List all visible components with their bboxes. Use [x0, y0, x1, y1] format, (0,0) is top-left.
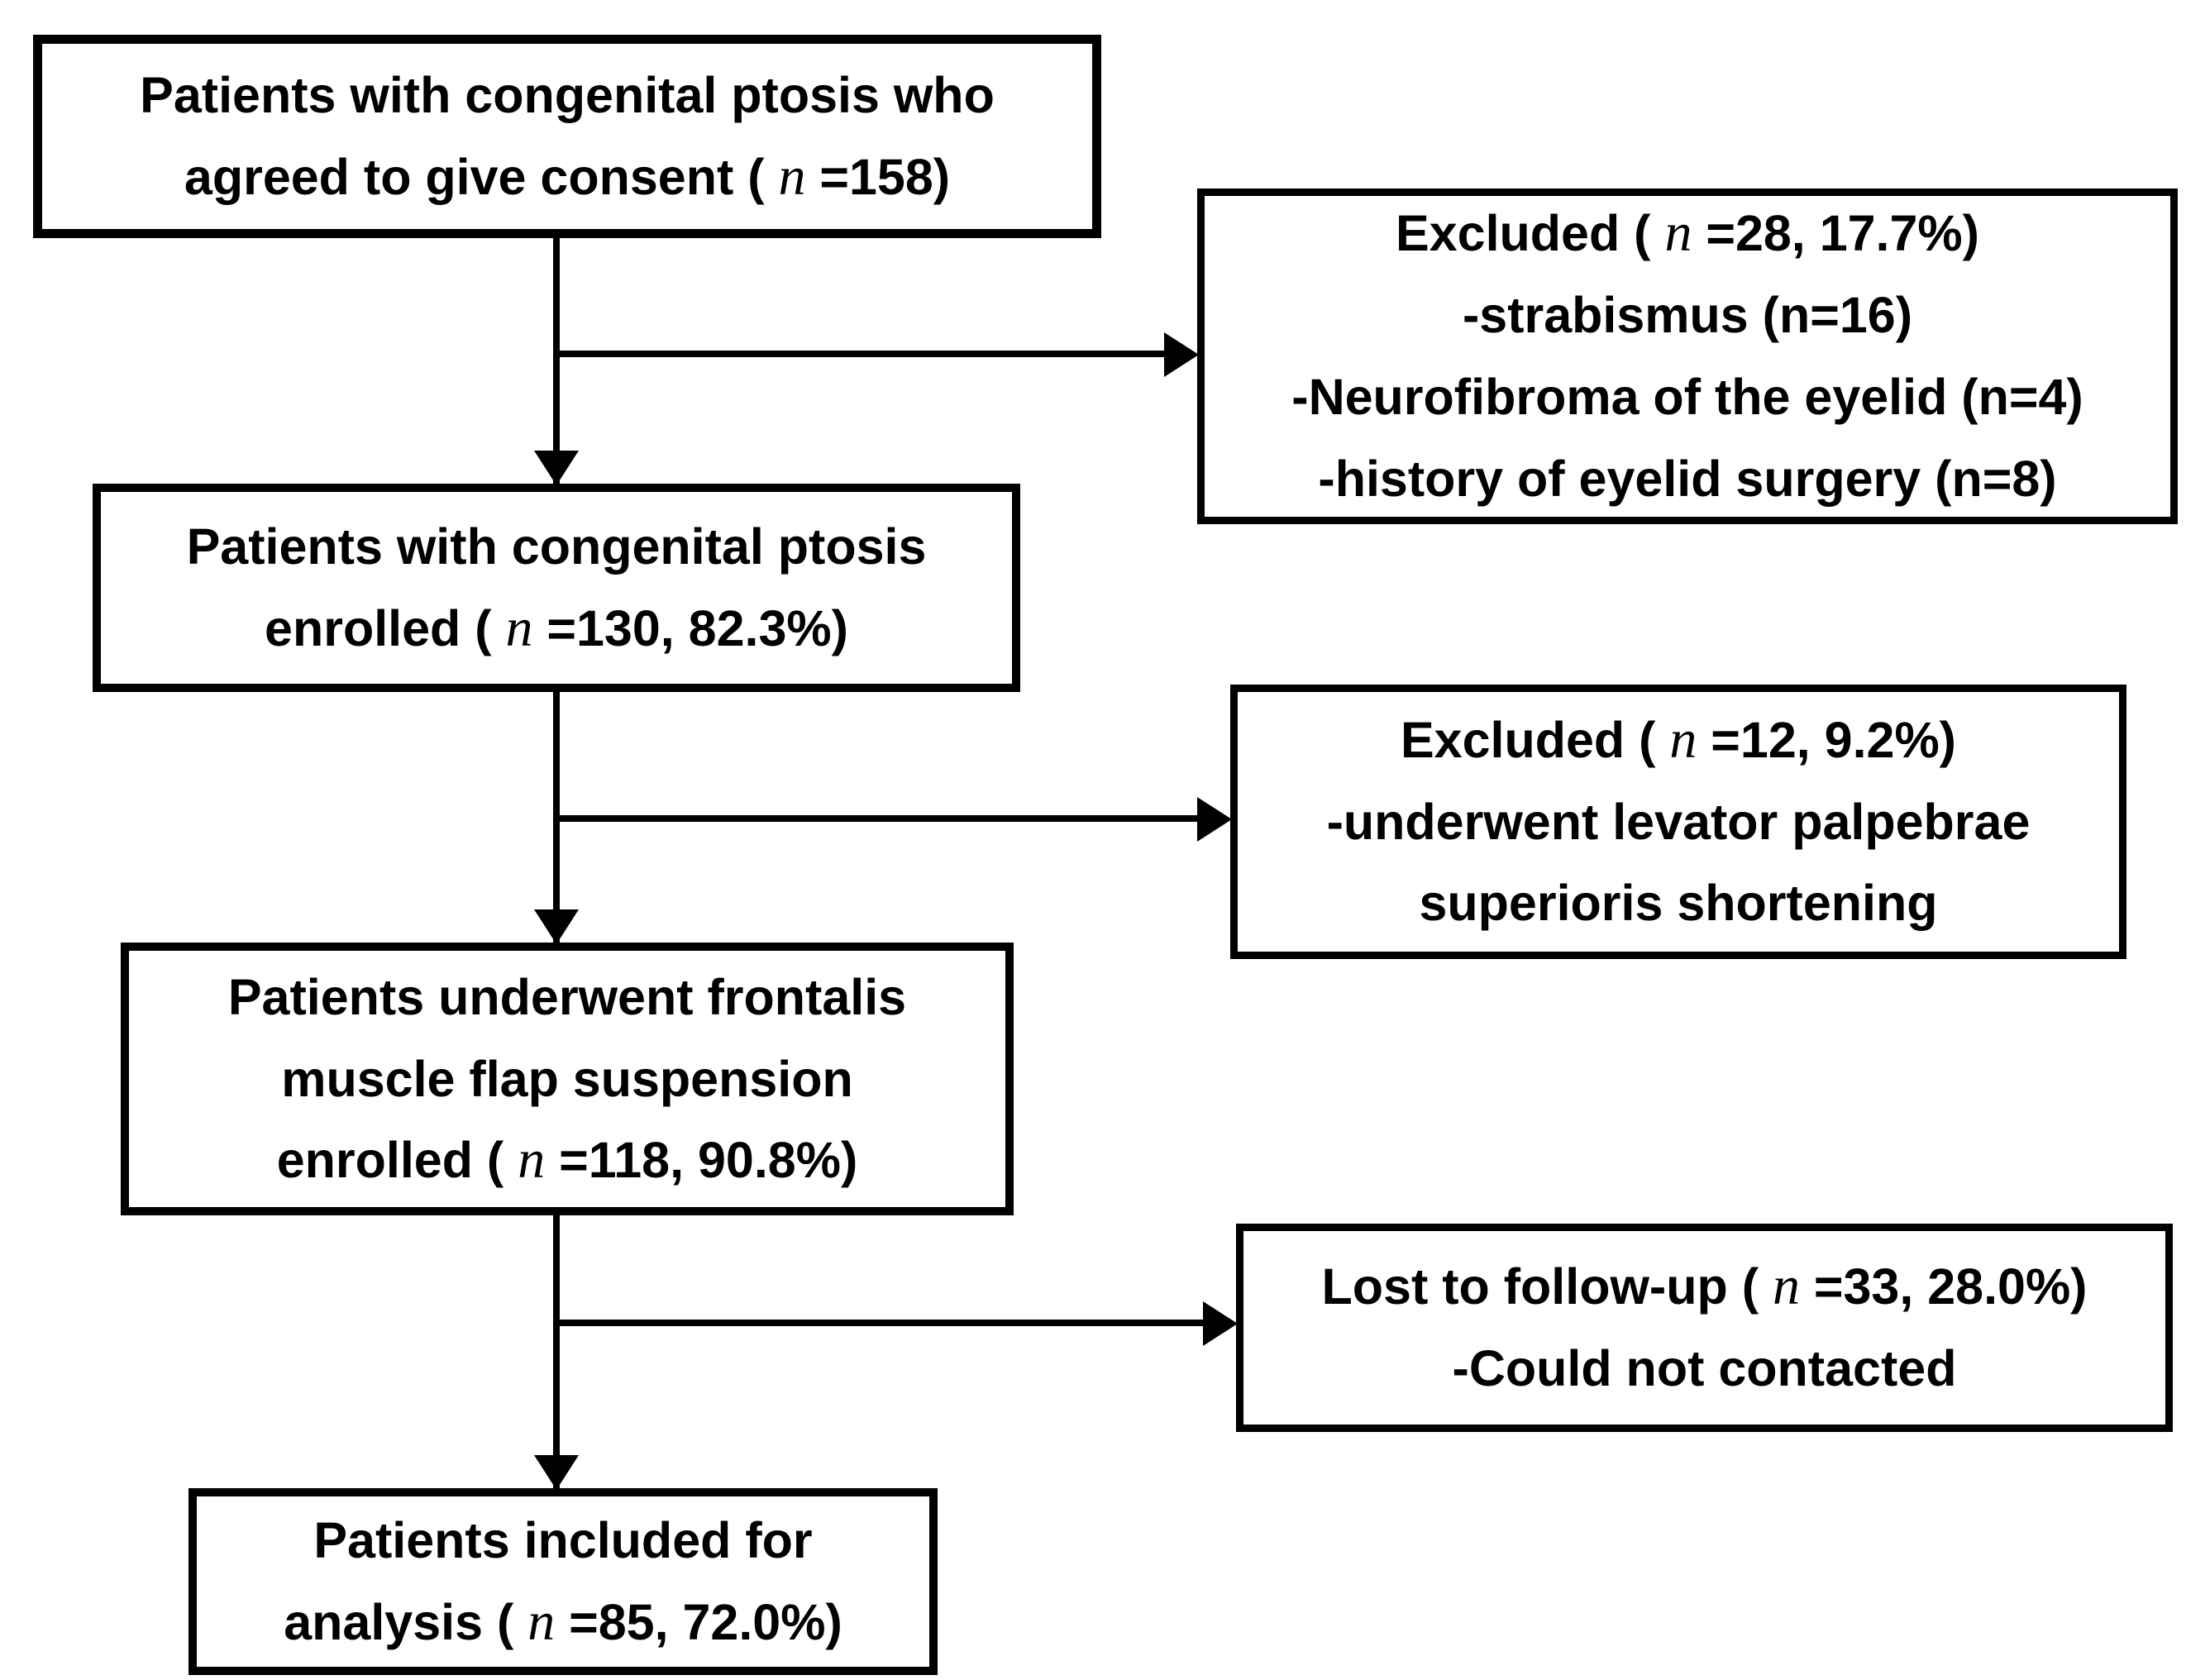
arrowhead-down-icon — [534, 1455, 579, 1490]
box-lost-line-2: -Could not contacted — [1453, 1328, 1957, 1410]
connector-down-1 — [553, 237, 560, 484]
text-segment: muscle flap suspension — [281, 1050, 853, 1107]
box-excluded-1-line-2: -strabismus (n=16) — [1463, 274, 1912, 356]
text-segment: =158) — [805, 149, 951, 205]
text-segment: Patients underwent frontalis — [227, 968, 907, 1025]
box-frontalis-line-1: Patients underwent frontalis — [228, 957, 906, 1038]
text-segment: Excluded ( — [1396, 205, 1665, 262]
box-analysis-line-2: analysis ( n =85, 72.0%) — [284, 1582, 842, 1663]
box-lost-line-1: Lost to follow-up ( n =33, 28.0%) — [1322, 1246, 2088, 1328]
text-segment: -Neurofibroma of the eyelid (n=4) — [1291, 369, 2083, 425]
box-excluded-1: Excluded ( n =28, 17.7%) -strabismus (n=… — [1197, 189, 2178, 524]
text-segment: -strabismus (n=16) — [1462, 287, 1913, 344]
box-consent-line-2: agreed to give consent ( n =158) — [184, 136, 950, 218]
n-variable: n — [518, 1129, 546, 1191]
box-excluded-2-line-2: -underwent levator palpebrae — [1327, 781, 2031, 863]
text-segment: superioris shortening — [1419, 875, 1938, 932]
text-segment: =85, 72.0%) — [555, 1594, 842, 1650]
box-enrolled: Patients with congenital ptosis enrolled… — [93, 484, 1020, 692]
text-segment: -underwent levator palpebrae — [1326, 793, 2031, 850]
box-frontalis-line-2: muscle flap suspension — [281, 1038, 853, 1120]
box-excluded-2-line-3: superioris shortening — [1419, 862, 1937, 944]
n-variable: n — [505, 598, 533, 658]
n-variable: n — [1669, 709, 1697, 770]
n-variable: n — [778, 146, 806, 207]
text-segment: =118, 90.8%) — [545, 1132, 858, 1189]
text-segment: Patients with congenital ptosis — [186, 518, 927, 575]
box-enrolled-line-1: Patients with congenital ptosis — [187, 506, 927, 588]
text-segment: agreed to give consent ( — [184, 149, 779, 205]
n-variable: n — [1772, 1256, 1800, 1317]
arrowhead-down-icon — [534, 909, 579, 944]
box-excluded-1-line-3: -Neurofibroma of the eyelid (n=4) — [1291, 356, 2083, 438]
text-segment: Lost to follow-up ( — [1321, 1258, 1773, 1315]
box-excluded-2-line-1: Excluded ( n =12, 9.2%) — [1401, 699, 1956, 781]
text-segment: -Could not contacted — [1452, 1340, 1957, 1396]
box-lost-to-follow-up: Lost to follow-up ( n =33, 28.0%) -Could… — [1236, 1224, 2173, 1432]
box-included-for-analysis: Patients included for analysis ( n =85, … — [189, 1488, 938, 1675]
text-segment: enrolled ( — [276, 1132, 518, 1189]
n-variable: n — [1664, 203, 1692, 264]
box-excluded-1-line-4: -history of eyelid surgery (n=8) — [1318, 438, 2056, 520]
arrowhead-right-icon — [1164, 332, 1199, 377]
box-frontalis-suspension: Patients underwent frontalis muscle flap… — [121, 943, 1014, 1215]
text-segment: =33, 28.0%) — [1799, 1258, 2088, 1315]
text-segment: =12, 9.2%) — [1697, 711, 1956, 768]
text-segment: =28, 17.7%) — [1692, 205, 1979, 262]
text-segment: analysis ( — [284, 1594, 528, 1650]
box-consent-line-1: Patients with congenital ptosis who — [140, 55, 995, 136]
text-segment: enrolled ( — [265, 600, 506, 656]
arrowhead-down-icon — [534, 451, 579, 485]
box-excluded-1-line-1: Excluded ( n =28, 17.7%) — [1396, 193, 1979, 274]
n-variable: n — [527, 1592, 556, 1652]
connector-right-2 — [556, 815, 1200, 822]
box-enrolled-line-2: enrolled ( n =130, 82.3%) — [265, 588, 848, 670]
text-segment: -history of eyelid surgery (n=8) — [1318, 450, 2057, 507]
connector-right-3 — [556, 1320, 1206, 1326]
arrowhead-right-icon — [1203, 1301, 1238, 1346]
text-segment: Excluded ( — [1400, 711, 1670, 768]
text-segment: Patients included for — [313, 1512, 813, 1569]
connector-right-1 — [556, 351, 1167, 357]
box-analysis-line-1: Patients included for — [313, 1500, 812, 1582]
box-consent: Patients with congenital ptosis who agre… — [33, 35, 1101, 238]
text-segment: Patients with congenital ptosis who — [140, 67, 995, 124]
box-excluded-2: Excluded ( n =12, 9.2%) -underwent levat… — [1230, 685, 2126, 959]
text-segment: =130, 82.3%) — [532, 600, 848, 656]
arrowhead-right-icon — [1197, 797, 1232, 842]
box-frontalis-line-3: enrolled ( n =118, 90.8%) — [277, 1119, 858, 1201]
connector-down-3 — [553, 1215, 560, 1488]
